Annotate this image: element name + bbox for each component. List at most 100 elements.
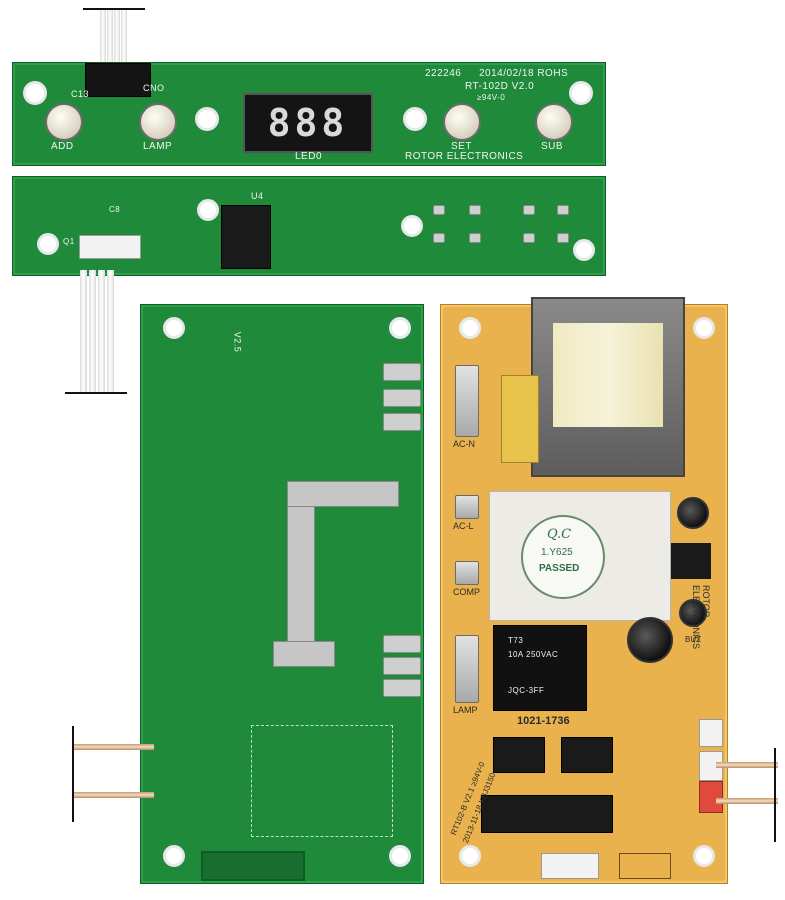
solder-pad [557, 233, 569, 243]
mount-hole [23, 81, 47, 105]
electrolytic-capacitor [679, 599, 707, 627]
label-c8: C8 [109, 205, 121, 214]
terminal-pad [383, 389, 421, 407]
solder-pad [469, 233, 481, 243]
brown-wire-left-1 [74, 744, 154, 750]
voltage-regulator [671, 543, 711, 579]
ic-chip-u2 [493, 737, 545, 773]
mount-hole [163, 317, 185, 339]
brown-wire-right-1 [716, 762, 778, 768]
high-current-trace [273, 641, 335, 667]
connector-bottom-footprint [619, 853, 671, 879]
mount-hole [197, 199, 219, 221]
add-button[interactable] [45, 103, 83, 141]
connector-footprint [201, 851, 305, 881]
mount-hole [389, 845, 411, 867]
terminal-comp [455, 561, 479, 585]
mount-hole [403, 107, 427, 131]
qc-sticker [521, 515, 605, 599]
display-digits: 888 [267, 101, 349, 145]
mount-hole [195, 107, 219, 131]
solder-pad [557, 205, 569, 215]
mount-hole [163, 845, 185, 867]
sub-button-label: SUB [541, 141, 564, 152]
seven-segment-display: 888 [243, 93, 373, 153]
high-current-trace [287, 481, 315, 643]
mount-hole [569, 81, 593, 105]
terminal-ac-l [455, 495, 479, 519]
wire-marker-line-left [72, 726, 74, 822]
mount-hole [693, 317, 715, 339]
terminal-pad [383, 679, 421, 697]
terminal-lamp [455, 635, 479, 703]
mount-hole [459, 317, 481, 339]
board-version-label: V2.5 [232, 331, 243, 353]
chip-label: U4 [251, 191, 264, 201]
transformer-coil [553, 323, 663, 427]
transformer [531, 297, 685, 477]
terminal-pad [383, 657, 421, 675]
label-ac-n: AC-N [453, 439, 475, 449]
set-button[interactable] [443, 103, 481, 141]
ic-footprint [251, 725, 393, 837]
display-label: LED0 [295, 151, 323, 162]
terminal-pad [383, 635, 421, 653]
label-ac-l: AC-L [453, 521, 474, 531]
connector-header [85, 63, 151, 97]
ribbon-wire-bundle [80, 270, 116, 392]
mount-hole [401, 215, 423, 237]
connector-bottom-white [541, 853, 599, 879]
wire-marker-line-top [83, 8, 145, 10]
brown-wire-left-2 [74, 792, 154, 798]
electrolytic-capacitor [677, 497, 709, 529]
wire-marker-line-right [774, 748, 776, 842]
relay-rating: 10A 250VAC [508, 650, 559, 659]
qc-sticker-middle: 1.Y625 [541, 547, 573, 558]
control-board-yellow: AC-N AC-L COMP LAMP Q.C 1.Y625 PASSED JQ… [440, 297, 728, 884]
solder-pad [433, 205, 445, 215]
mount-hole [693, 845, 715, 867]
buzzer-label: BUZ [685, 635, 701, 644]
set-button-label: SET [451, 141, 472, 152]
top-ribbon-wire [100, 8, 128, 70]
sub-button[interactable] [535, 103, 573, 141]
qc-sticker-top: Q.C [547, 527, 572, 542]
microcontroller-chip [481, 795, 613, 833]
terminal-pad [383, 413, 421, 431]
qc-sticker-bottom: PASSED [539, 563, 580, 574]
wire-marker-line [65, 392, 127, 394]
high-current-trace [287, 481, 399, 507]
board-mark: ≥94V-0 [477, 93, 506, 102]
label-c13: C13 [71, 89, 90, 99]
brown-wire-right-2 [716, 798, 778, 804]
connector-red [699, 781, 723, 813]
board-code: 222246 [425, 68, 462, 79]
label-cno: CNO [143, 83, 165, 93]
display-board-front: ADD LAMP 888 LED0 SET SUB 222246 2014/02… [12, 62, 606, 166]
add-button-label: ADD [51, 141, 74, 152]
ribbon-connector [79, 235, 141, 259]
mount-hole [389, 317, 411, 339]
terminal-ac-n [455, 365, 479, 437]
lamp-button[interactable] [139, 103, 177, 141]
lamp-button-label: LAMP [143, 141, 173, 152]
relay-model: JQC-3FF [508, 686, 545, 695]
part-number: 1021-1736 [517, 715, 570, 727]
label-q1: Q1 [63, 237, 75, 246]
label-lamp: LAMP [453, 705, 478, 715]
board-brand: ROTOR ELECTRONICS [691, 585, 711, 650]
mount-hole [573, 239, 595, 261]
solder-pad [433, 233, 445, 243]
terminal-pad [383, 363, 421, 381]
driver-ic-chip [221, 205, 271, 269]
yellow-capacitor [501, 375, 539, 463]
mount-hole [37, 233, 59, 255]
solder-pad [523, 233, 535, 243]
solder-pad [523, 205, 535, 215]
mount-hole [459, 845, 481, 867]
label-comp: COMP [453, 587, 480, 597]
relay-code: T73 [508, 636, 524, 645]
solder-pad [469, 205, 481, 215]
connector-cn3 [699, 719, 723, 747]
display-board-back: U4 C8 Q1 [12, 176, 606, 276]
